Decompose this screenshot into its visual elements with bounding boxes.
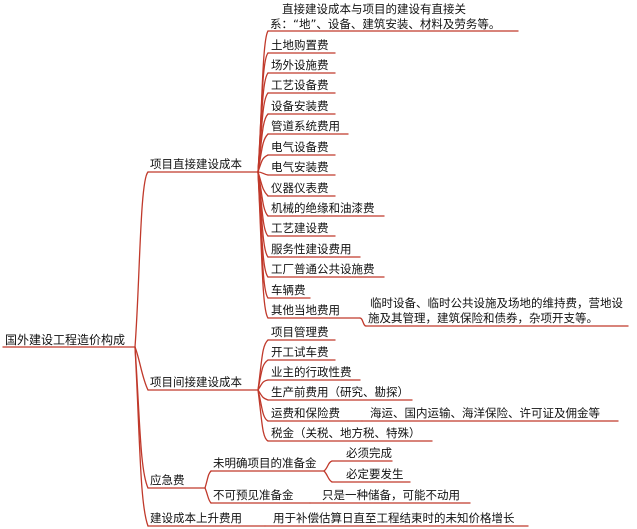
direct-item: 土地购置费 bbox=[271, 38, 329, 52]
root-node: 国外建设工程造价构成 bbox=[5, 333, 126, 347]
indirect-item: 生产前费用（研究、勘探） bbox=[271, 385, 409, 399]
indirect-item: 税金（关税、地方税、特殊） bbox=[271, 426, 421, 440]
direct-item: 机械的绝缘和油漆费 bbox=[271, 201, 375, 215]
unforeseeable-note: 只是一种储备，可能不动用 bbox=[322, 488, 460, 502]
direct-item: 电气设备费 bbox=[271, 140, 329, 154]
unspecified-note: 必定要发生 bbox=[346, 467, 404, 481]
direct-cost-description: 直接建设成本与项目的建设有直接关系：“地”、设备、建筑安装、材料及劳务等。 bbox=[270, 2, 501, 31]
direct-item: 服务性建设费用 bbox=[271, 242, 352, 256]
indirect-item: 开工试车费 bbox=[271, 345, 329, 359]
unforeseeable-reserve: 不可预见准备金 bbox=[213, 488, 294, 502]
direct-item: 仪器仪表费 bbox=[271, 181, 329, 195]
freight-note: 海运、国内运输、海洋保险、许可证及佣金等 bbox=[370, 406, 600, 420]
unspecified-note: 必须完成 bbox=[346, 446, 392, 460]
indirect-item: 业主的行政性费 bbox=[271, 365, 352, 379]
branch-escalation: 建设成本上升费用 bbox=[150, 511, 242, 525]
branch-contingency: 应急费 bbox=[150, 473, 185, 487]
unspecified-reserve: 未明确项目的准备金 bbox=[213, 456, 317, 470]
branch-direct-cost: 项目直接建设成本 bbox=[150, 157, 242, 171]
direct-item: 电气安装费 bbox=[271, 160, 329, 174]
direct-item: 设备安装费 bbox=[271, 99, 329, 113]
branch-indirect-cost: 项目间接建设成本 bbox=[150, 375, 242, 389]
indirect-item: 运费和保险费 bbox=[271, 406, 340, 420]
other-local-note: 临时设备、临时公共设施及场地的维持费，营地设施及其管理，建筑保险和债券，杂项开支… bbox=[368, 296, 623, 325]
direct-item: 车辆费 bbox=[271, 283, 306, 297]
direct-item: 工艺设备费 bbox=[271, 78, 329, 92]
direct-item: 工厂普通公共设施费 bbox=[271, 262, 375, 276]
direct-item: 工艺建设费 bbox=[271, 221, 329, 235]
indirect-item: 项目管理费 bbox=[271, 325, 329, 339]
direct-item: 场外设施费 bbox=[271, 58, 329, 72]
direct-item: 其他当地费用 bbox=[271, 303, 340, 317]
direct-item: 管道系统费用 bbox=[271, 119, 340, 133]
escalation-note: 用于补偿估算日直至工程结束时的未知价格增长 bbox=[273, 511, 515, 525]
